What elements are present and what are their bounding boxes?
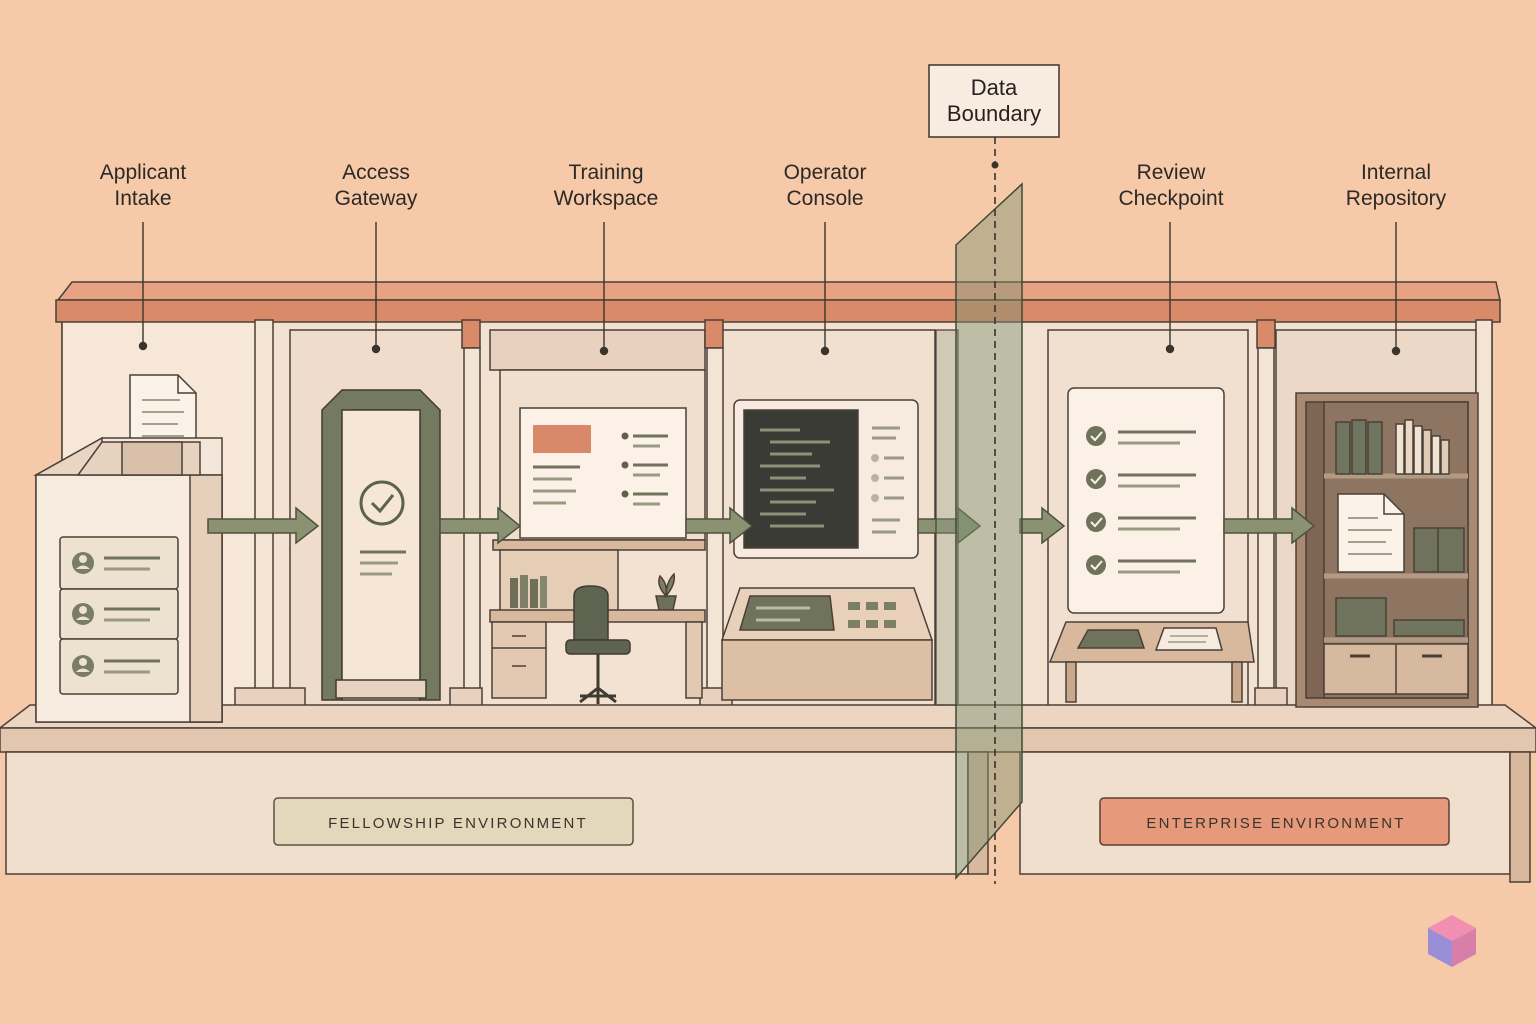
check-icon — [1086, 426, 1106, 446]
roof — [55, 281, 1501, 349]
fellowship-label: FELLOWSHIP ENVIRONMENT — [328, 815, 588, 832]
station-operator — [720, 399, 934, 701]
arrow-review-to-repository — [1223, 506, 1316, 545]
station-training — [489, 369, 706, 704]
document-icon — [1337, 493, 1405, 573]
plant-icon — [655, 572, 677, 611]
enterprise-label: ENTERPRISE ENVIRONMENT — [1146, 815, 1405, 832]
check-icon — [1086, 512, 1106, 532]
pillars — [234, 319, 1493, 715]
callout-lines — [138, 222, 1401, 356]
check-icon — [1086, 469, 1106, 489]
arrow-training-to-operator — [685, 506, 754, 545]
arrow-gateway-to-training — [439, 506, 522, 545]
data-boundary-glass — [935, 137, 1023, 884]
enterprise-badge — [1099, 797, 1450, 846]
applicant-card-3 — [59, 638, 179, 695]
check-icon — [359, 480, 405, 526]
applicant-card-2 — [59, 588, 179, 640]
applicant-card-1 — [59, 536, 179, 590]
chair-icon — [565, 585, 631, 704]
arrow-intake-to-gateway — [207, 506, 320, 545]
fellowship-badge — [273, 797, 634, 846]
station-gateway — [321, 389, 441, 701]
logo-cube-icon — [1428, 915, 1476, 967]
station-review — [1048, 387, 1255, 703]
arrow-boundary-to-review — [1019, 506, 1066, 545]
base-platform — [0, 704, 1536, 883]
environment-badges: FELLOWSHIP ENVIRONMENT ENTERPRISE ENVIRO… — [273, 797, 1450, 846]
station-intake — [33, 374, 223, 723]
station-repository — [1295, 392, 1479, 708]
check-icon — [1086, 555, 1106, 575]
